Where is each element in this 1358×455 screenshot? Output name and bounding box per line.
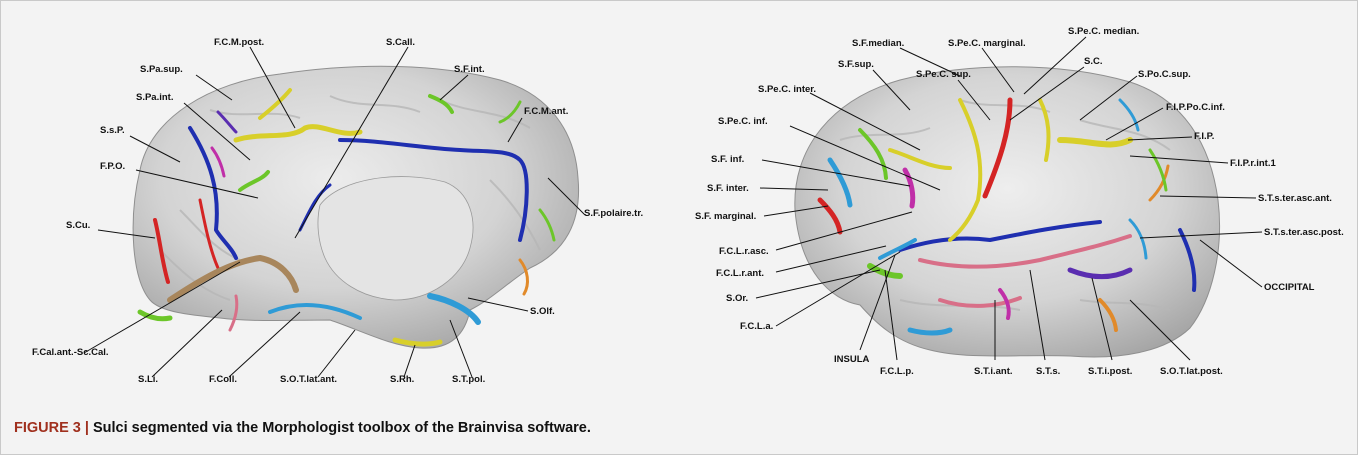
label-s-pe-c-marginal: S.Pe.C. marginal. xyxy=(948,38,1026,49)
label-s-t-pol: S.T.pol. xyxy=(452,374,485,385)
label-s-pe-c-median: S.Pe.C. median. xyxy=(1068,26,1139,37)
label-occipital: OCCIPITAL xyxy=(1264,282,1315,293)
label-f-c-l-r-asc: F.C.L.r.asc. xyxy=(719,246,769,257)
right-panel-labels: S.F.median. S.Pe.C. marginal. S.Pe.C. me… xyxy=(695,26,1344,377)
label-s-rh: S.Rh. xyxy=(390,374,414,385)
label-s-s-p: S.s.P. xyxy=(100,125,125,136)
right-brain-lateral-view xyxy=(794,66,1221,358)
label-s-f-marginal: S.F. marginal. xyxy=(695,211,756,222)
left-panel-leader-lines xyxy=(83,46,586,378)
label-s-po-c-sup: S.Po.C.sup. xyxy=(1138,69,1191,80)
label-s-or: S.Or. xyxy=(726,293,748,304)
label-f-coll: F.Coll. xyxy=(209,374,237,385)
left-brain-medial-view xyxy=(132,65,580,349)
figure-caption: FIGURE 3 | Sulci segmented via the Morph… xyxy=(14,420,1344,436)
label-s-f-int: S.F.int. xyxy=(454,64,485,75)
label-s-pe-c-inter: S.Pe.C. inter. xyxy=(758,84,816,95)
label-s-t-i-post: S.T.i.post. xyxy=(1088,366,1132,377)
label-s-t-s-ter-asc-post: S.T.s.ter.asc.post. xyxy=(1264,227,1344,238)
label-s-t-s-ter-asc-ant: S.T.s.ter.asc.ant. xyxy=(1258,193,1332,204)
caption-label: FIGURE 3 | xyxy=(14,420,89,436)
label-f-cal-ant-sc-cal: F.Cal.ant.-Sc.Cal. xyxy=(32,347,109,358)
label-s-o-t-lat-post: S.O.T.lat.post. xyxy=(1160,366,1223,377)
label-f-c-l-r-ant: F.C.L.r.ant. xyxy=(716,268,764,279)
right-panel-leader-lines xyxy=(755,36,1263,361)
caption-text: Sulci segmented via the Morphologist too… xyxy=(88,420,591,436)
label-s-f-inter: S.F. inter. xyxy=(707,183,749,194)
label-s-f-polaire-tr: S.F.polaire.tr. xyxy=(584,208,643,219)
label-s-call: S.Call. xyxy=(386,37,415,48)
label-f-i-p-po-c-inf: F.I.P.Po.C.inf. xyxy=(1166,102,1225,113)
label-f-c-l-a: F.C.L.a. xyxy=(740,321,773,332)
label-s-f-sup: S.F.sup. xyxy=(838,59,874,70)
label-s-f-inf: S.F. inf. xyxy=(711,154,744,165)
right-brain-surface xyxy=(794,66,1221,358)
label-f-i-p-r-int-1: F.I.P.r.int.1 xyxy=(1230,158,1276,169)
label-s-o-t-lat-ant: S.O.T.lat.ant. xyxy=(280,374,337,385)
left-brain-medial-center xyxy=(317,176,474,301)
label-f-c-m-ant: F.C.M.ant. xyxy=(524,106,568,117)
label-s-cu: S.Cu. xyxy=(66,220,90,231)
label-s-li: S.Li. xyxy=(138,374,158,385)
label-s-olf: S.Olf. xyxy=(530,306,555,317)
label-s-f-median: S.F.median. xyxy=(852,38,904,49)
label-f-i-p: F.I.P. xyxy=(1194,131,1214,142)
label-s-pe-c-sup: S.Pe.C. sup. xyxy=(916,69,971,80)
label-s-pa-int: S.Pa.int. xyxy=(136,92,173,103)
label-s-t-i-ant: S.T.i.ant. xyxy=(974,366,1013,377)
label-f-c-m-post: F.C.M.post. xyxy=(214,37,264,48)
label-f-p-o: F.P.O. xyxy=(100,161,125,172)
label-s-pa-sup: S.Pa.sup. xyxy=(140,64,183,75)
label-s-pe-c-inf: S.Pe.C. inf. xyxy=(718,116,768,127)
label-s-c: S.C. xyxy=(1084,56,1102,67)
label-f-c-l-p: F.C.L.p. xyxy=(880,366,914,377)
label-s-t-s: S.T.s. xyxy=(1036,366,1060,377)
label-insula: INSULA xyxy=(834,354,870,365)
left-panel-labels: F.C.M.post. S.Call. S.Pa.sup. S.F.int. S… xyxy=(32,37,643,385)
